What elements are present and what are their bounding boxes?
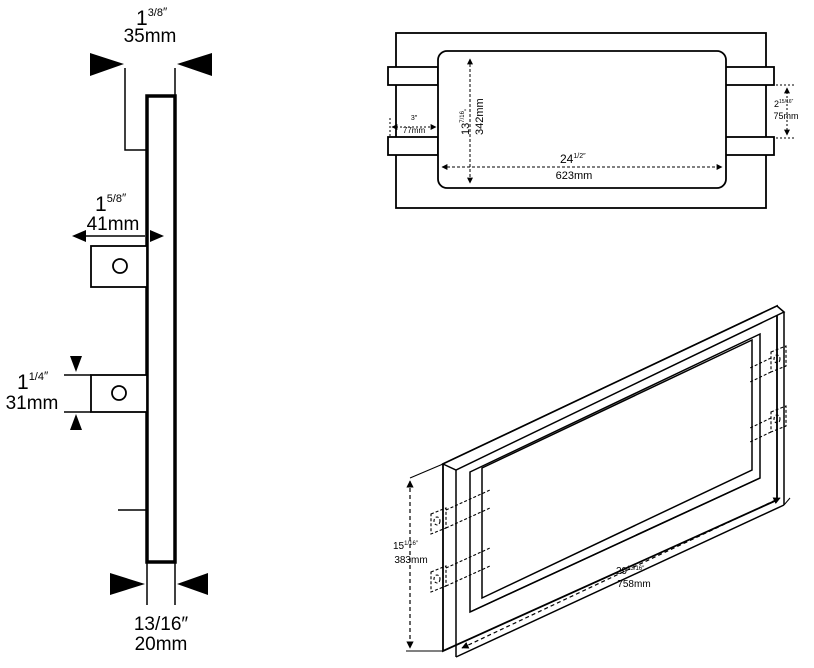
top-outer-frame	[395, 32, 767, 209]
side-bracket-lower-hole	[111, 385, 127, 401]
iso-height-metric: 383mm	[394, 555, 427, 566]
side-top-step	[124, 68, 147, 151]
side-bracket-upper	[90, 245, 148, 288]
top-panel	[437, 50, 727, 189]
top-bracket-lower-right	[724, 136, 775, 156]
side-bracket-dim-arrow-right	[150, 230, 164, 242]
iso-bracket-right-upper	[749, 345, 787, 383]
top-offset-imperial: 3″	[411, 115, 418, 122]
top-view: 137/16″ 342mm 241/2″ 623mm 3″ 77mm 215/1…	[387, 32, 799, 209]
side-view: 13/8″ 35mm 15/8″ 41mm 11/4″ 31mm 13/16″ …	[6, 5, 212, 655]
side-bottom-metric: 20mm	[135, 634, 188, 655]
iso-length-imperial: 2913/16″	[616, 566, 645, 577]
top-height-metric: 342mm	[474, 98, 486, 135]
side-bottom-arrow-left	[110, 573, 145, 595]
top-width-imperial: 241/2″	[560, 152, 586, 166]
top-height-label: 137/16″	[460, 108, 472, 135]
side-lower-metric: 31mm	[6, 393, 59, 414]
iso-view: 151/16″ 383mm 2913/16″ 758mm	[393, 304, 791, 658]
iso-front-face	[442, 304, 778, 653]
side-bracket-dim-arrow-left	[72, 230, 86, 242]
side-bracket-upper-hole	[112, 258, 128, 274]
top-bracket-upper-right	[724, 66, 775, 86]
side-profile	[145, 94, 177, 564]
top-width-metric: 623mm	[556, 170, 593, 182]
top-spacing-imperial: 215/16″	[774, 99, 794, 109]
side-bracket-imperial: 15/8″	[95, 191, 127, 216]
side-bottom-arrow-right	[177, 573, 208, 595]
side-bracket-metric: 41mm	[87, 214, 140, 235]
side-lower-arrow-top	[70, 356, 82, 372]
top-bracket-lower-left	[387, 136, 439, 156]
side-top-metric: 35mm	[124, 26, 177, 47]
side-top-arrow-left	[90, 53, 124, 76]
iso-length-metric: 758mm	[617, 579, 650, 590]
iso-height-ext-top	[409, 463, 444, 479]
iso-length-dim	[461, 497, 781, 649]
iso-bracket-right-lower	[749, 405, 787, 443]
side-lower-arrow-bottom	[70, 414, 82, 430]
side-top-imperial: 13/8″	[136, 5, 168, 30]
side-top-arrow-right	[177, 53, 212, 76]
side-bracket-lower	[90, 374, 148, 413]
side-lower-imperial: 11/4″	[17, 369, 49, 394]
top-offset-metric: 77mm	[403, 126, 426, 135]
top-spacing-metric: 75mm	[773, 111, 798, 121]
iso-height-imperial: 151/16″	[393, 541, 419, 552]
side-bottom-imperial: 13/16″	[134, 614, 189, 635]
top-bracket-upper-left	[387, 66, 439, 86]
iso-length-ext	[783, 497, 791, 506]
